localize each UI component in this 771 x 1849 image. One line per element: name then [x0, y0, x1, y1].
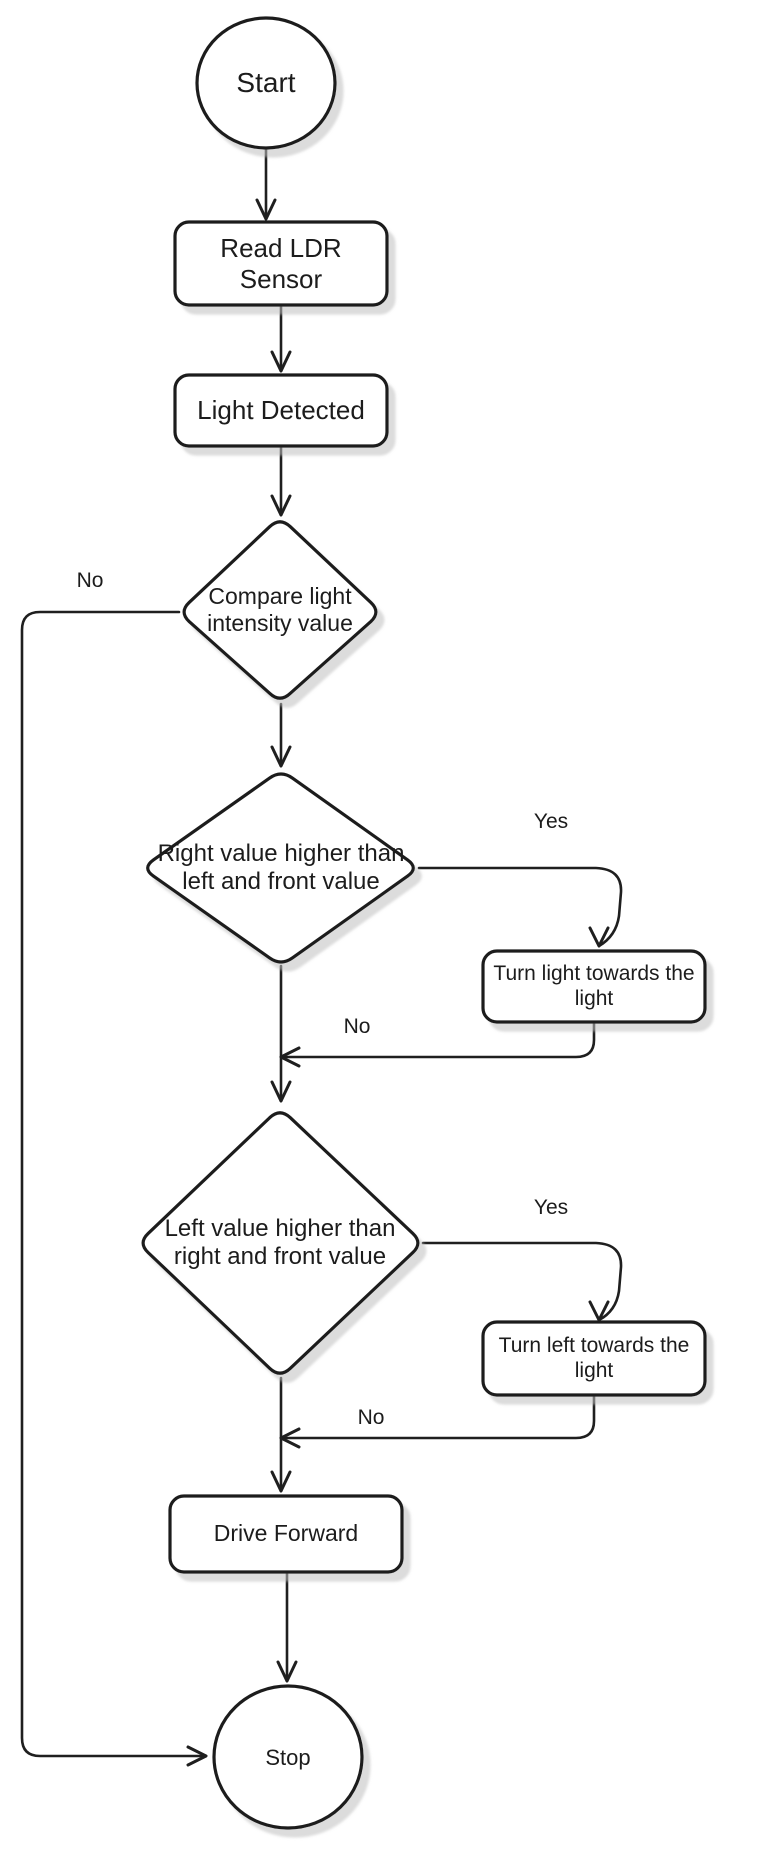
right-higher-decision-shape [146, 772, 415, 964]
edge-drive-to-stop [276, 1570, 298, 1683]
light-detected-node-shape [173, 373, 389, 448]
start-node-label: Start [236, 67, 296, 99]
edges-group [20, 146, 623, 1767]
drive-forward-node-label: Drive Forward [213, 1520, 359, 1547]
edge-label-left-no: No [357, 1406, 385, 1429]
edge-right-to-left [270, 964, 292, 1103]
edge-label-left-yes: Yes [533, 1196, 569, 1219]
turn-right-node-shape [481, 949, 707, 1024]
left-higher-decision-label: Left value higher than right and front v… [164, 1214, 396, 1270]
read-ldr-node-shape [173, 220, 389, 307]
edge-label-right-yes: Yes [533, 810, 569, 833]
edge-light-to-compare [270, 444, 292, 517]
edge-start-to-read [255, 146, 277, 221]
turn-left-node-shape [481, 1320, 707, 1397]
edge-left-to-drive [270, 1376, 292, 1493]
left-higher-decision-shape [141, 1111, 420, 1375]
turn-left-node-label: Turn left towards the light [498, 1333, 690, 1382]
nodes-group [141, 16, 707, 1830]
start-node-shape [195, 16, 337, 150]
compare-decision-shape [182, 520, 378, 700]
edge-turnright-return [279, 1020, 596, 1068]
drive-forward-node-shape [168, 1494, 404, 1574]
edge-right-yes-to-turnright [417, 866, 623, 948]
edge-read-to-light [270, 303, 292, 373]
light-detected-node-label: Light Detected [197, 395, 365, 426]
edge-label-right-no: No [343, 1015, 371, 1038]
compare-decision-label: Compare light intensity value [207, 582, 353, 636]
edge-compare-no-to-stop [20, 610, 208, 1767]
read-ldr-node-label: Read LDR Sensor [220, 232, 342, 294]
edge-left-yes-to-turnleft [421, 1241, 623, 1322]
edge-label-compare-no: No [76, 569, 104, 592]
turn-right-node-label: Turn light towards the light [493, 961, 695, 1010]
edge-turnleft-return [279, 1393, 596, 1449]
stop-node-label: Stop [265, 1744, 311, 1770]
stop-node-shape [212, 1684, 364, 1830]
right-higher-decision-label: Right value higher than left and front v… [157, 839, 405, 895]
edge-compare-to-right [270, 702, 292, 768]
